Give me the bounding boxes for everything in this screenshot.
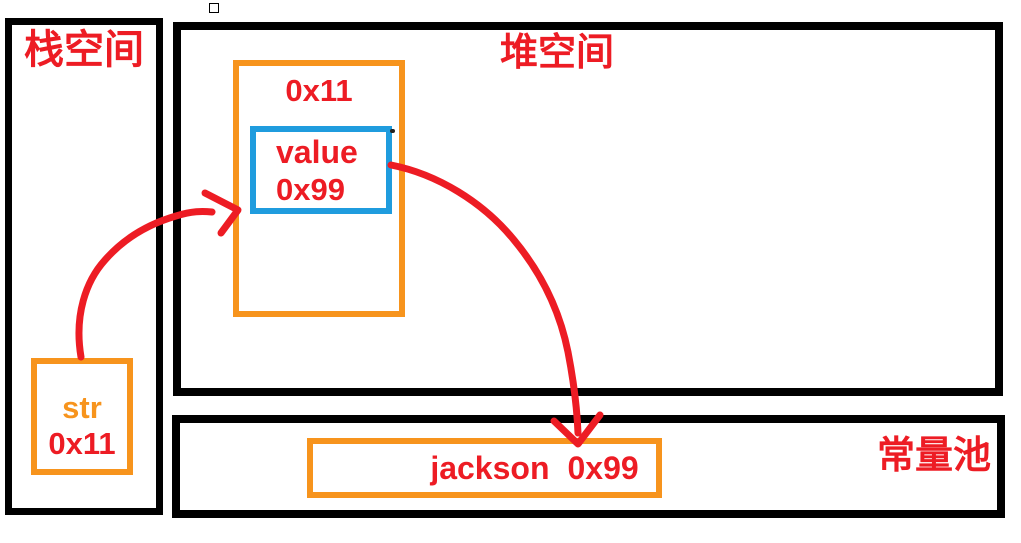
stack-variable-box: str 0x11 [31,358,133,475]
stack-space-title: 栈空间 [24,28,144,72]
variable-name-label: str [62,390,102,425]
value-field-address-label: 0x99 [276,172,345,207]
ink-dot [390,129,395,133]
entry-text-label: jackson [430,449,550,486]
heap-space-box: 堆空间 0x11 value 0x99 [173,22,1003,396]
constant-pool-entry-row: jackson 0x99 [430,450,638,487]
value-field-box: value 0x99 [250,126,392,214]
stack-space-box: 栈空间 str 0x11 [5,18,163,515]
heap-space-title: 堆空间 [499,32,614,74]
constant-pool-entry-box: jackson 0x99 [307,438,662,498]
stray-square-glyph [209,3,219,13]
heap-object-address-label: 0x11 [285,73,353,108]
constant-pool-box: 常量池 jackson 0x99 [172,415,1005,518]
variable-address-label: 0x11 [48,426,116,461]
heap-object-box: 0x11 value 0x99 [233,60,405,317]
constant-pool-title: 常量池 [876,435,991,477]
entry-address-label: 0x99 [567,449,639,486]
value-field-name-label: value [276,134,358,170]
